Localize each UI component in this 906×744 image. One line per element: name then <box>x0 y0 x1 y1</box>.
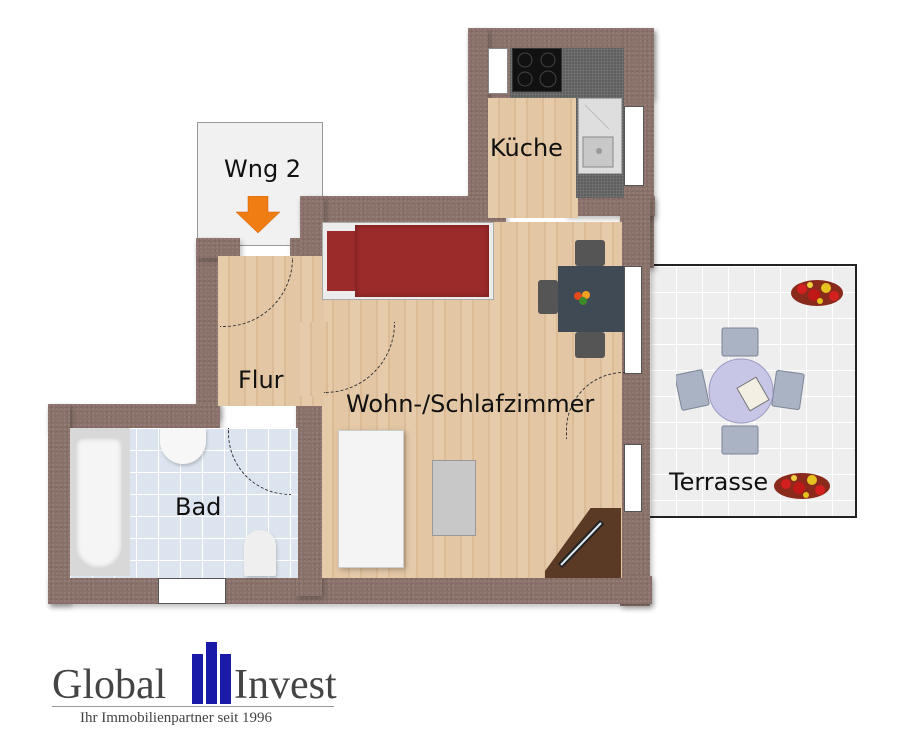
bathtub-basin <box>76 438 122 568</box>
wall-kitchen-left <box>468 28 488 208</box>
wall-bath-living-divider <box>296 396 322 596</box>
dining-chair-top <box>575 240 605 266</box>
sofa <box>338 430 404 568</box>
window-living-lower <box>624 444 642 512</box>
room-label-neighbor: Wng 2 <box>224 155 302 183</box>
sink-icon <box>578 98 622 174</box>
wall-bottom <box>48 576 652 604</box>
building-bars-icon <box>192 642 232 704</box>
coffee-table <box>432 460 476 536</box>
bed-blanket <box>355 225 489 297</box>
room-label-living: Wohn-/Schlafzimmer <box>346 390 595 418</box>
flower-box-top <box>790 277 845 309</box>
window-living-upper <box>624 266 642 374</box>
logo-rule <box>52 706 334 707</box>
dining-chair-bottom <box>575 332 605 358</box>
stove-icon <box>512 48 562 92</box>
wall-bath-top <box>48 404 220 430</box>
arrow-down-icon <box>234 195 282 234</box>
toilet <box>244 530 276 576</box>
dining-chair-left <box>538 280 558 314</box>
washbasin <box>160 428 206 464</box>
window-kitchen <box>624 106 644 186</box>
company-logo: Global Invest Ihr Immobilienpartner seit… <box>52 642 342 732</box>
terrace-table <box>674 326 806 456</box>
room-label-hall: Flur <box>238 366 284 394</box>
room-label-kitchen: Küche <box>490 134 563 162</box>
bed <box>322 222 494 300</box>
flower-box-bottom <box>772 470 832 502</box>
logo-word-invest: Invest <box>234 662 337 708</box>
kitchen-floor <box>488 98 578 218</box>
logo-word-global: Global <box>52 662 167 708</box>
room-label-terrace: Terrasse <box>669 468 769 496</box>
fridge <box>488 48 508 94</box>
wall-living-top <box>300 196 506 224</box>
bed-pillow <box>327 231 355 291</box>
wall-hall-top-left <box>196 238 240 258</box>
wall-hall-left <box>196 238 220 418</box>
dining-table <box>558 266 624 332</box>
passage-floor <box>300 322 330 396</box>
wall-living-right <box>620 196 650 606</box>
flower-vase-icon <box>572 288 594 308</box>
room-label-bath: Bad <box>175 493 222 521</box>
logo-tagline: Ihr Immobilienpartner seit 1996 <box>80 710 273 726</box>
wall-bath-left <box>48 404 70 604</box>
tv-icon <box>552 516 608 572</box>
bathtub <box>70 428 130 576</box>
window-bath <box>158 578 226 604</box>
